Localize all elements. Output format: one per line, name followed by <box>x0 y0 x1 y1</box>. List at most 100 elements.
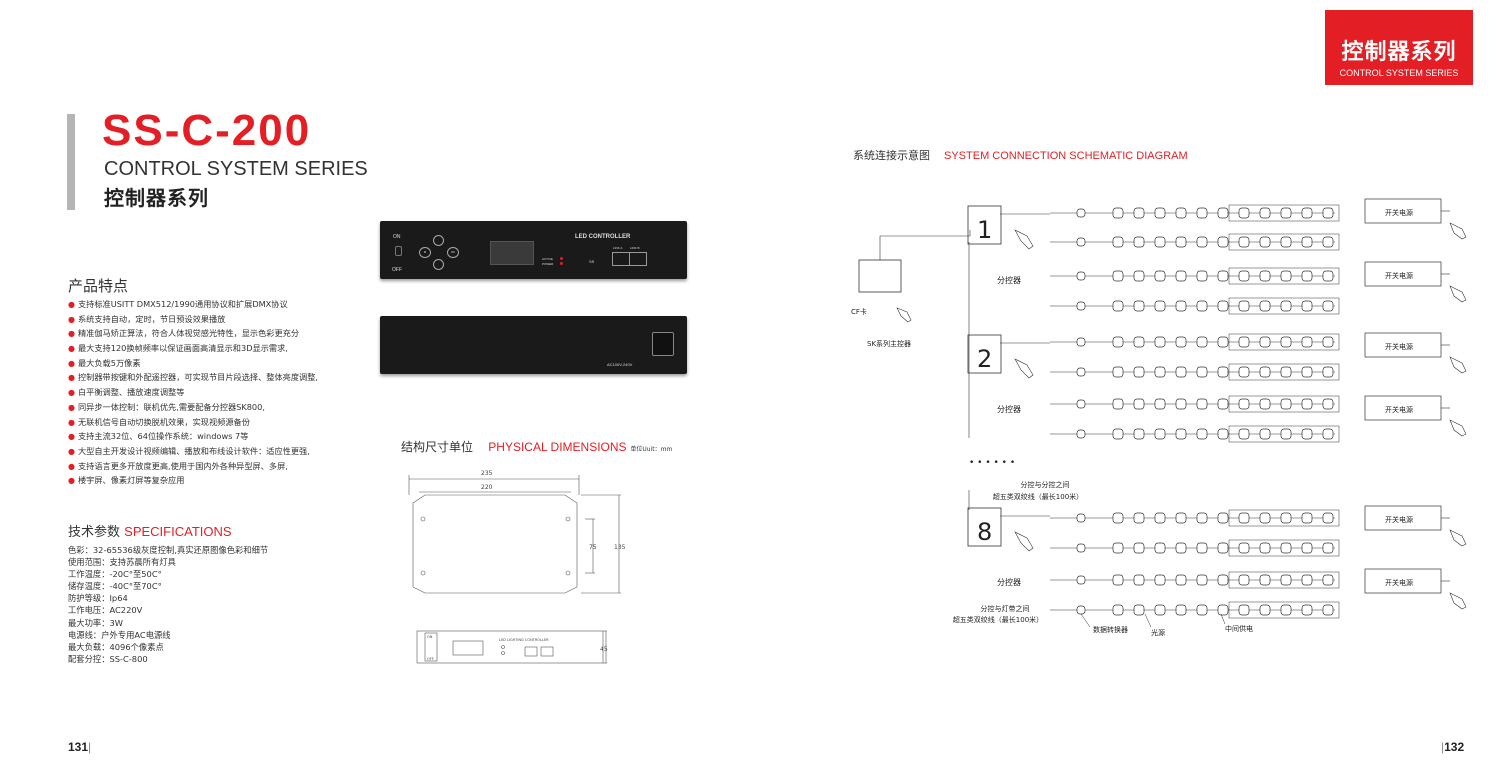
pixel-icon <box>1154 512 1166 524</box>
feature-text: 最大负载5万像素 <box>77 357 141 368</box>
side-label: LED LIGHTING CONTROLLER <box>499 638 549 642</box>
ellipsis-dots: • • • • • • <box>969 458 1015 468</box>
connector-icon <box>1076 513 1086 523</box>
dimensions-title-en: PHYSICAL DIMENSIONS <box>488 440 627 454</box>
pixel-icon <box>1217 512 1229 524</box>
pixel-icon <box>1259 366 1271 378</box>
feature-item: ●支持标准USITT DMX512/1990通用协议和扩展DMX协议 <box>68 297 318 312</box>
plug-icon <box>1014 531 1034 552</box>
pixel-icon <box>1280 366 1292 378</box>
pixel-icon <box>1133 366 1145 378</box>
pixel-icon <box>1301 336 1313 348</box>
device-on-label: ON <box>393 234 401 240</box>
pixel-icon <box>1196 428 1208 440</box>
between-sub-label: 分控与分控之间 <box>1021 480 1070 489</box>
connector-icon <box>1076 429 1086 439</box>
connector-icon <box>1076 237 1086 247</box>
segment-frame <box>1228 395 1340 413</box>
pixel-icon <box>1238 604 1250 616</box>
plug-icon <box>896 307 912 323</box>
power-label: 开关电源 <box>1385 515 1413 524</box>
pixel-icon <box>1154 428 1166 440</box>
spec-item: 最大功率：3W <box>68 617 123 628</box>
feature-text: 同异步一体控制：联机优先,需要配备分控器SK800, <box>77 401 265 412</box>
pixel-icon <box>1217 236 1229 248</box>
pixel-icon <box>1217 428 1229 440</box>
pixel-icon <box>1259 604 1271 616</box>
power-label: 开关电源 <box>1385 271 1413 280</box>
pixel-icon <box>1259 236 1271 248</box>
pixel-icon <box>1238 366 1250 378</box>
bullet-icon: ● <box>68 329 75 339</box>
pixel-icon <box>1112 398 1124 410</box>
feature-text: 控制器带按键和外配遥控器，可实现节目片段选择、整体亮度调整, <box>77 372 319 383</box>
spec-item: 防护等级：Ip64 <box>68 593 128 604</box>
pixel-icon <box>1280 336 1292 348</box>
feature-text: 大型自主开发设计视频编辑、播放和布线设计软件：适应性更强, <box>77 445 310 456</box>
dimensions-drawing: 235 220 75 135 45 LED LIGHTING CONTROLLE… <box>408 470 626 664</box>
plug-icon <box>1014 229 1034 250</box>
pixel-icon <box>1154 366 1166 378</box>
badge-en: CONTROL SYSTEM SERIES <box>1339 68 1459 78</box>
pixel-icon <box>1322 574 1334 586</box>
pixel-icon <box>1133 207 1145 219</box>
pixel-icon <box>1238 574 1250 586</box>
pixel-icon <box>1322 398 1334 410</box>
pixel-icon <box>1133 270 1145 282</box>
main-cable <box>879 230 971 260</box>
feature-item: ●支持主流32位、64位操作系统：windows 7等 <box>68 429 318 444</box>
dim-135: 135 <box>614 544 626 551</box>
specs-title-en: SPECIFICATIONS <box>124 524 232 539</box>
series-cn: 控制器系列 <box>104 186 209 210</box>
cf-label: CF卡 <box>851 307 867 316</box>
power-label: 开关电源 <box>1385 208 1413 217</box>
pixel-icon <box>1133 428 1145 440</box>
bullet-icon: ● <box>68 300 75 309</box>
pixel-icon <box>1238 336 1250 348</box>
splitter-box <box>967 205 1002 245</box>
pixel-icon <box>1280 542 1292 554</box>
pixel-icon <box>1217 207 1229 219</box>
main-label: SK系列主控器 <box>867 339 911 348</box>
pixel-icon <box>1217 542 1229 554</box>
dimensions-unit: 单位Uuit：mm <box>630 446 673 453</box>
pixel-icon <box>1238 428 1250 440</box>
plug-icon <box>1449 222 1467 240</box>
voltage-label: AC100V-240V <box>607 362 633 367</box>
ok-button: OK <box>447 247 459 258</box>
plug-icon <box>1449 529 1467 547</box>
segment-frame <box>1228 539 1340 557</box>
pixel-icon <box>1133 604 1145 616</box>
side-on: ON <box>427 635 433 639</box>
main-controller-box <box>858 259 902 293</box>
pixel-icon <box>1301 366 1313 378</box>
pixel-icon <box>1238 270 1250 282</box>
pixel-icon <box>1301 574 1313 586</box>
feature-item: ●精准伽马矫正算法，符合人体视觉感光特性，显示色彩更充分 <box>68 326 318 341</box>
plug-icon <box>1449 356 1467 374</box>
splitter-box <box>967 334 1002 374</box>
spec-item: 色彩：32-65536级灰度控制,真实还原图像色彩和细节 <box>68 545 269 555</box>
pixel-icon <box>1217 398 1229 410</box>
spec-item: 储存温度：-40C°至70C° <box>68 581 162 592</box>
pixel-icon <box>1175 366 1187 378</box>
power-label: 开关电源 <box>1385 405 1413 414</box>
feature-text: 支持语言更多开放度更高,使用于国内外各种异型屏、多屏, <box>77 460 288 471</box>
power-label: 开关电源 <box>1385 578 1413 587</box>
series-badge: 控制器系列 CONTROL SYSTEM SERIES <box>1325 10 1473 85</box>
pixel-icon <box>1154 207 1166 219</box>
accent-bar <box>67 114 75 210</box>
pixel-icon <box>1259 512 1271 524</box>
pixel-icon <box>1238 542 1250 554</box>
connector-icon <box>1076 399 1086 409</box>
power-label: 开关电源 <box>1385 342 1413 351</box>
pixel-icon <box>1133 336 1145 348</box>
controller-front-photo: ON OFF M OK LED CONTROLLER ACTIVE POWER … <box>380 221 687 279</box>
dim-75: 75 <box>589 544 597 551</box>
pixel-icon <box>1133 300 1145 312</box>
link-b-label: LINK B <box>630 246 640 250</box>
segment-frame <box>1228 267 1340 285</box>
pixel-icon <box>1133 512 1145 524</box>
pixel-icon <box>1259 574 1271 586</box>
splitter-number: 2 <box>977 345 992 373</box>
